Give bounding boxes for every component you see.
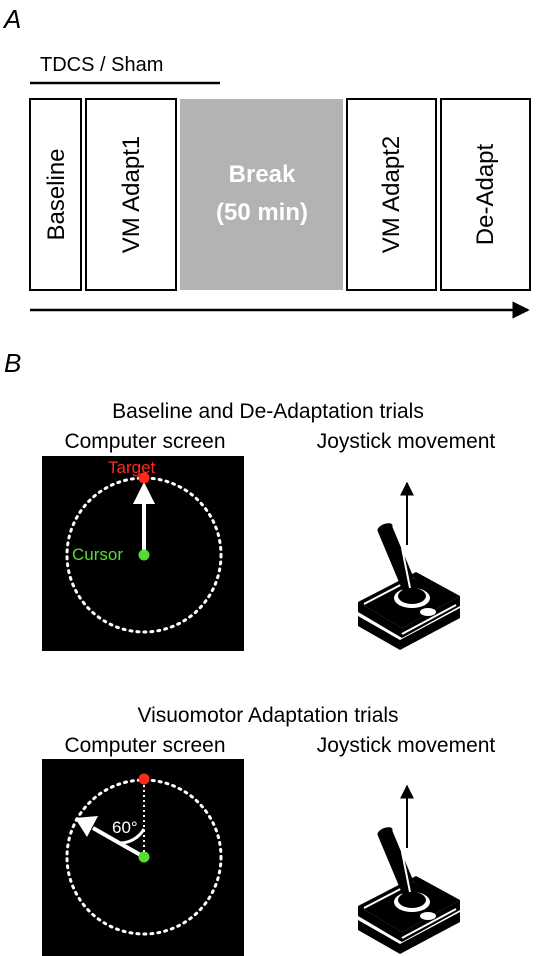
block-break — [180, 99, 343, 290]
top-joystick-icon — [357, 520, 461, 651]
panel-b-letter: B — [4, 348, 21, 378]
bottom-cursor-arrowhead — [75, 816, 98, 837]
block-vm-adapt2-label: VM Adapt2 — [378, 136, 405, 253]
top-title: Baseline and De-Adaptation trials — [112, 400, 424, 423]
top-screen-label: Computer screen — [64, 430, 225, 453]
top-target-circle — [65, 476, 223, 634]
block-vm-adapt2 — [346, 98, 437, 291]
cursor-label: Cursor — [72, 545, 123, 564]
block-de-adapt-label: De-Adapt — [472, 143, 499, 245]
block-break-line1: Break — [229, 161, 296, 188]
block-de-adapt — [440, 98, 531, 291]
block-baseline-label: Baseline — [43, 148, 70, 240]
block-break-line2: (50 min) — [216, 199, 308, 226]
bottom-target-dot — [138, 773, 150, 785]
bottom-screen-label: Computer screen — [64, 734, 225, 757]
bottom-target-circle — [65, 778, 223, 936]
bottom-cursor-dot — [138, 851, 150, 863]
block-vm-adapt1-label: VM Adapt1 — [118, 136, 145, 253]
top-target-dot — [138, 472, 150, 484]
panel-a-letter: A — [2, 4, 21, 34]
top-cursor-dot — [138, 549, 150, 561]
block-vm-adapt1 — [85, 98, 177, 291]
bottom-joystick-icon — [357, 824, 461, 955]
angle-label: 60° — [112, 818, 138, 837]
bottom-joystick-label: Joystick movement — [317, 734, 496, 757]
stim-label: TDCS / Sham — [40, 54, 163, 76]
block-baseline — [29, 98, 82, 291]
angle-arc — [119, 828, 146, 845]
target-label: Target — [108, 458, 156, 477]
top-cursor-arrowhead — [133, 482, 155, 504]
bottom-cursor-arrow — [92, 826, 145, 859]
top-joystick-label: Joystick movement — [317, 430, 496, 453]
bottom-title: Visuomotor Adaptation trials — [137, 704, 398, 727]
